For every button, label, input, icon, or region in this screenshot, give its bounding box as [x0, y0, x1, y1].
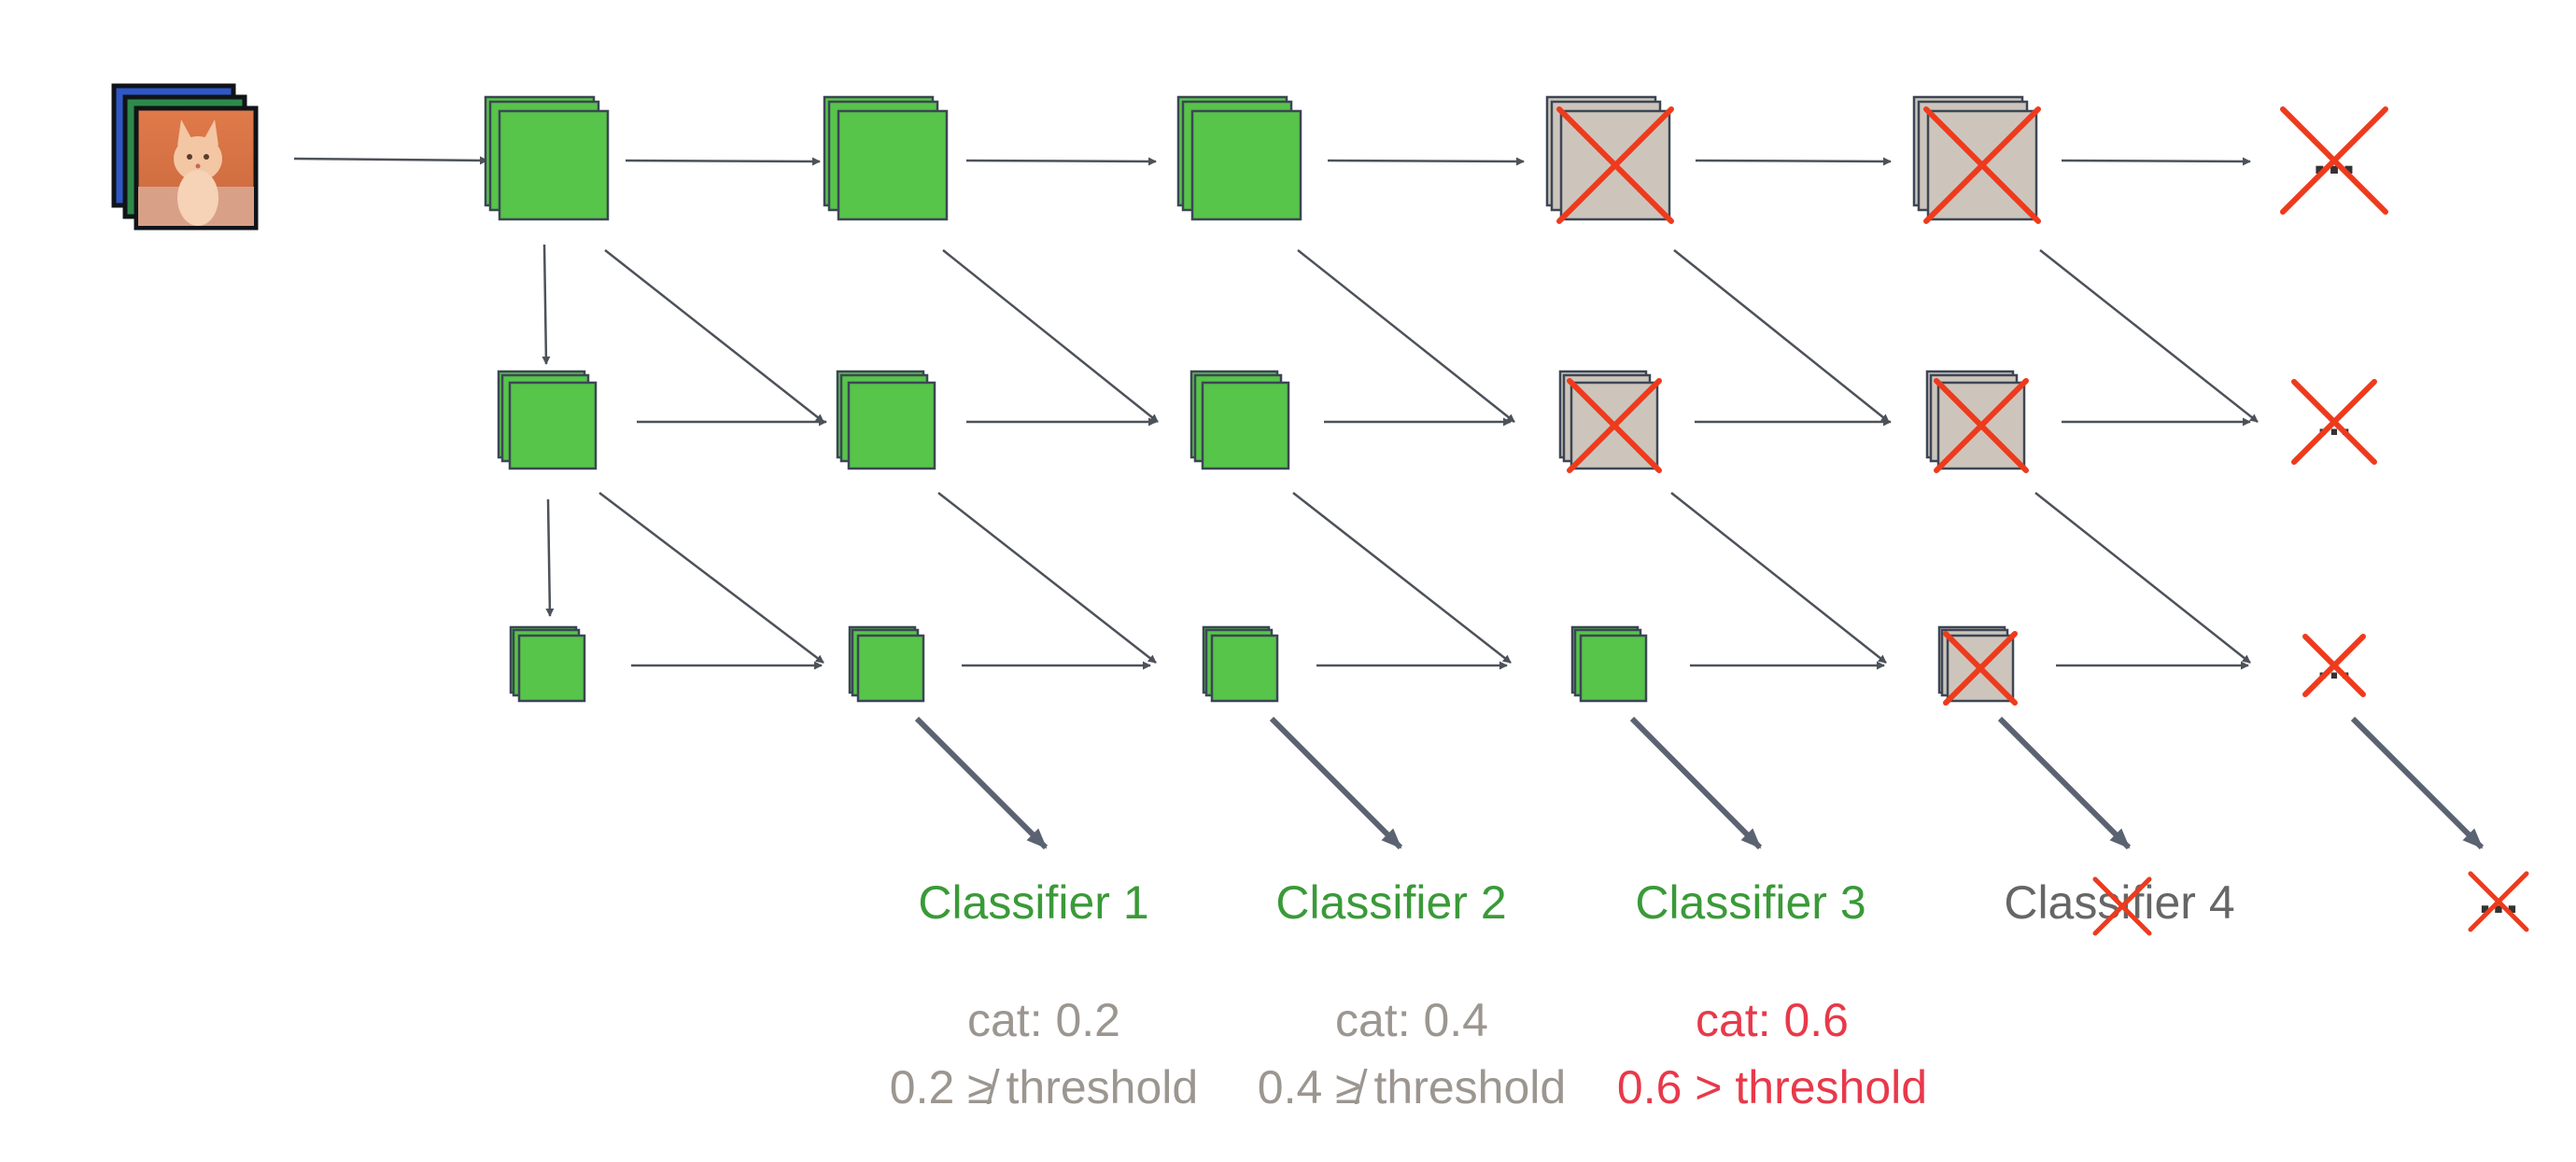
feature-map-grid [484, 95, 2038, 703]
classifier-arrow-1 [914, 716, 1049, 850]
classifier-1-label: Classifier 1 [918, 876, 1148, 929]
feature-map-r1-c3 [1176, 95, 1302, 221]
classifier-1-prediction: cat: 0.2 [967, 994, 1120, 1046]
diag-arrow-r2-c2 [937, 492, 1157, 664]
diag-arrow-r2-c1 [598, 492, 824, 664]
diag-arrow-r2-c5 [2034, 492, 2251, 664]
connection-arrows [293, 156, 2259, 670]
skipped-output-r1: ... [2280, 106, 2388, 215]
classifier-arrow-5 [2350, 716, 2485, 850]
classifier-arrows [914, 716, 2485, 850]
v-arrow-r1-r2 [542, 244, 551, 365]
cross-icon-r3-c5 [1943, 631, 2018, 706]
cross-icon-r1-c5 [1923, 106, 2041, 224]
feature-map-r3-c2 [848, 625, 925, 703]
classifier-arrow-2 [1269, 716, 1403, 850]
feature-map-r2-c2 [836, 370, 936, 470]
v-arrow-r2-r3 [545, 498, 555, 617]
feature-map-r2-c3 [1189, 370, 1290, 470]
diag-arrow-r1-c2 [942, 249, 1159, 423]
feature-map-r2-c1 [497, 370, 598, 470]
feature-map-r3-c1 [509, 625, 586, 703]
cross-icon-r2-c5 [1934, 378, 2029, 473]
feature-map-r1-c1 [484, 95, 610, 221]
feature-map-r3-c3 [1202, 625, 1279, 703]
skipped-computation-marks: ......... [1556, 106, 2388, 706]
diag-arrow-r2-c3 [1292, 492, 1512, 664]
classifier-3-label: Classifier 3 [1635, 876, 1865, 929]
feature-map-r1-c2 [823, 95, 949, 221]
classifier-5-skipped: ... [2468, 870, 2529, 932]
feature-map-r3-c4 [1570, 625, 1648, 703]
diag-arrow-r1-c1 [604, 249, 824, 423]
diag-arrow-r1-c3 [1297, 249, 1515, 423]
kitten-photo-icon [111, 83, 259, 231]
classifier-2-prediction: cat: 0.4 [1335, 994, 1488, 1046]
input-arrow [293, 156, 488, 165]
classifier-4-cross-icon [2092, 876, 2152, 936]
classifier-3-comparison: 0.6 > threshold [1617, 1061, 1927, 1113]
classifier-3-prediction: cat: 0.6 [1696, 994, 1849, 1046]
cross-icon-r2-c4 [1567, 378, 1662, 473]
skipped-output-r2: ... [2291, 379, 2377, 465]
cross-icon-r1-c4 [1556, 106, 1674, 224]
classifier-2-comparison: 0.4 ≱ threshold [1258, 1061, 1566, 1113]
classifier-1-comparison: 0.2 ≱ threshold [890, 1061, 1198, 1113]
diag-arrow-r1-c5 [2039, 249, 2259, 423]
classifier-arrow-3 [1629, 716, 1763, 850]
diag-arrow-r2-c4 [1670, 492, 1887, 664]
diag-arrow-r1-c4 [1673, 249, 1890, 423]
classifier-2-label: Classifier 2 [1275, 876, 1506, 929]
skipped-output-r3: ... [2302, 634, 2366, 697]
classifier-arrow-4 [1997, 716, 2132, 850]
